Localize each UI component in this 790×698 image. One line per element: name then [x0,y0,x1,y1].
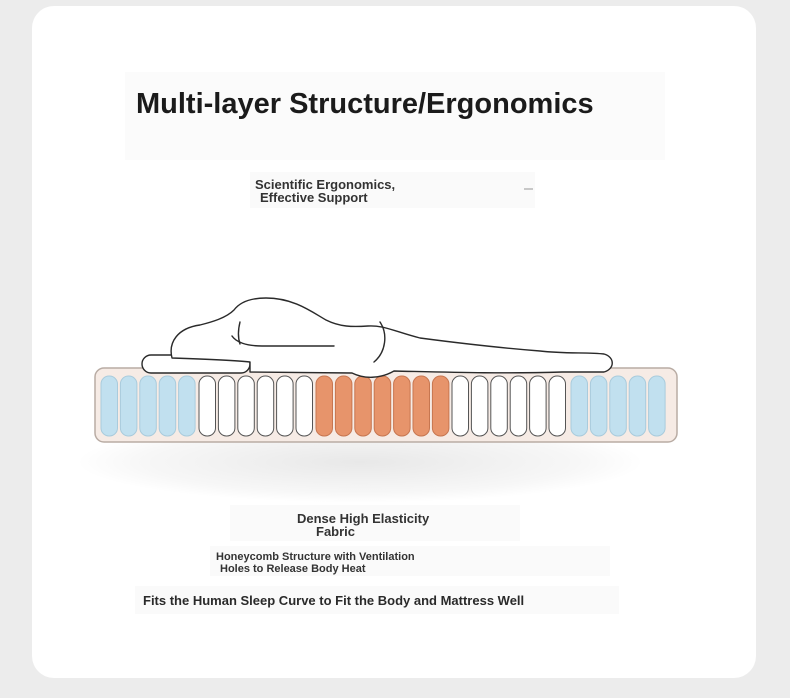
spring-foot-zone [648,375,666,437]
spring-leg-zone [529,375,547,437]
spring-leg-zone [509,375,528,437]
spring-leg-zone [470,375,489,437]
spring-foot-zone [589,375,608,437]
spring-zones [100,375,666,437]
spring-shoulder-zone [295,375,313,437]
spring-foot-zone [609,375,627,437]
arm-line [231,335,335,347]
subtitle: Scientific Ergonomics, Effective Support [255,178,395,204]
spring-shoulder-zone [256,375,275,437]
spring-hip-zone [373,375,392,437]
caption-band-fabric [230,505,520,541]
decorative-dash [524,188,533,190]
page-title: Multi-layer Structure/Ergonomics [136,88,594,120]
spring-shoulder-zone [217,375,236,437]
subtitle-band [250,172,535,208]
spring-hip-zone [393,375,411,437]
spring-hip-zone [354,375,372,437]
hip-line [373,321,386,363]
spring-leg-zone [548,375,566,437]
spring-foot-zone [628,375,647,437]
spring-shoulder-zone [276,375,294,437]
spring-hip-zone [334,375,353,437]
caption-band-honeycomb [210,546,610,576]
shoulder-line [237,321,241,345]
spring-head-zone [119,375,138,437]
honeycomb-caption: Honeycomb Structure with Ventilation Hol… [216,551,415,575]
spring-shoulder-zone [198,375,216,437]
spring-foot-zone [570,375,588,437]
honeycomb-caption-line-2: Holes to Release Body Heat [220,563,366,575]
title-band [125,72,665,160]
curve-caption: Fits the Human Sleep Curve to Fit the Bo… [143,593,525,608]
fabric-caption: Dense High Elasticity Fabric [297,512,429,538]
sleeping-person-icon [141,297,613,378]
spring-shoulder-zone [237,375,255,437]
honeycomb-caption-line-1: Honeycomb Structure with Ventilation [216,551,415,563]
fabric-caption-line-1: Dense High Elasticity [297,511,430,526]
spring-leg-zone [490,375,508,437]
spring-head-zone [178,375,196,437]
spring-hip-zone [412,375,430,437]
body-outline [170,297,613,378]
spring-hip-zone [431,375,450,437]
spring-head-zone [158,375,177,437]
spring-head-zone [139,375,157,437]
caption-band-curve [135,586,619,614]
fabric-caption-line-2: Fabric [316,524,356,539]
subtitle-line-1: Scientific Ergonomics, [255,177,396,192]
spring-hip-zone [315,375,333,437]
spring-head-zone [100,375,118,437]
zoned-spring-mattress-icon [94,367,678,443]
spring-leg-zone [451,375,469,437]
subtitle-line-2: Effective Support [260,190,368,205]
